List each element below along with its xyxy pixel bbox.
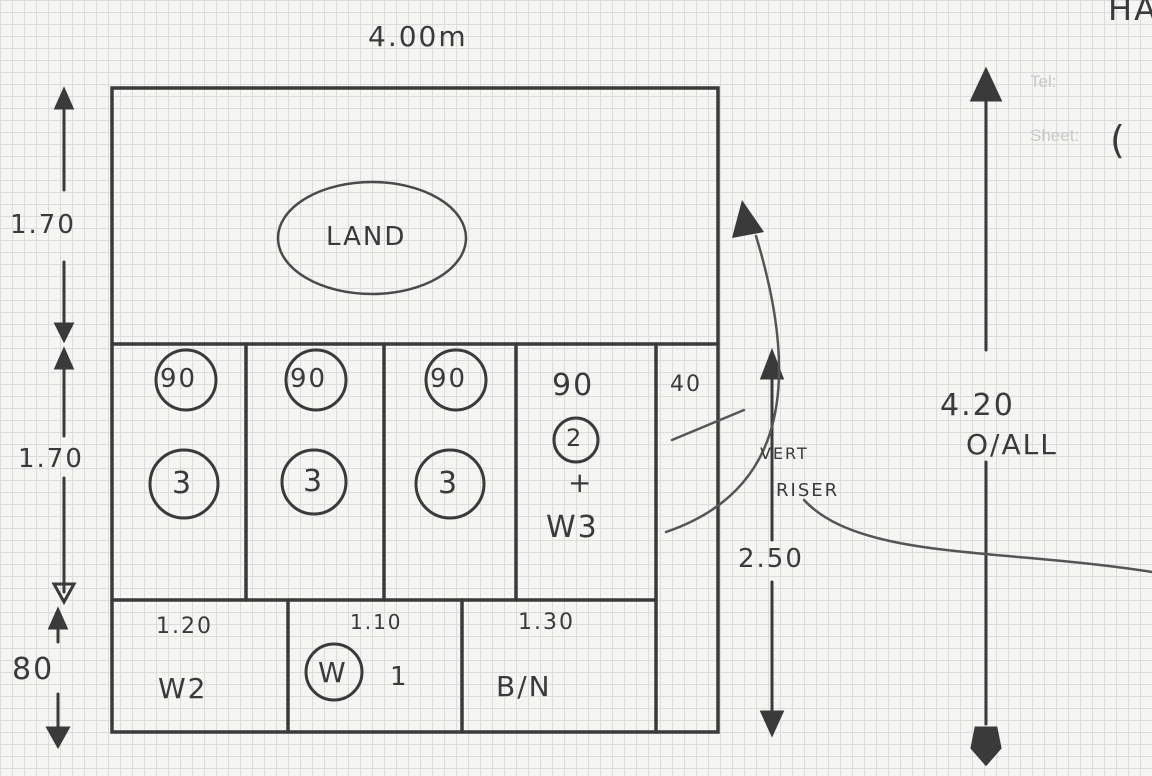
cell-1-count: 3 bbox=[172, 466, 194, 501]
cell-2-count: 3 bbox=[303, 464, 325, 499]
landing-circle bbox=[276, 180, 468, 296]
cell-3-num-circle bbox=[424, 348, 488, 412]
cell-4-count-circle bbox=[552, 416, 600, 464]
left-dim-arrowhead-4 bbox=[51, 582, 77, 606]
riser-arrowhead-bottom bbox=[759, 710, 785, 738]
cell-4-extra: W3 bbox=[546, 510, 599, 545]
cell-1-num-circle bbox=[154, 348, 218, 412]
cell-2-count-circle bbox=[280, 448, 348, 516]
header-corner-text: HA bbox=[1108, 0, 1152, 28]
left-dim-label-3: 80 bbox=[12, 652, 55, 687]
riser-label-line2: RISER bbox=[776, 480, 840, 501]
overall-label: O/ALL bbox=[966, 428, 1058, 461]
lower-w-circle bbox=[304, 642, 364, 702]
riser-arrowhead-top bbox=[759, 347, 785, 380]
lower-cell-1-label: W2 bbox=[158, 672, 208, 705]
riser-height-label: 2.50 bbox=[738, 544, 804, 574]
lower-cell-3-dim: 1.30 bbox=[518, 610, 575, 635]
plan-outline bbox=[110, 86, 720, 734]
left-dim-arrowhead-1 bbox=[53, 86, 75, 110]
left-dim-arrowhead-5 bbox=[47, 606, 69, 630]
lower-cell-2-suffix: 1 bbox=[390, 662, 409, 692]
direction-arrowhead bbox=[732, 200, 764, 238]
cell-3-num: 90 bbox=[430, 364, 468, 394]
cell-2-num-circle bbox=[284, 348, 348, 412]
left-dim-label-1: 1.70 bbox=[10, 210, 76, 240]
lower-cell-1-dim: 1.20 bbox=[156, 614, 213, 639]
top-width-label: 4.00m bbox=[368, 20, 468, 53]
cell-3-count-circle bbox=[414, 448, 486, 520]
sheet-label: Sheet: bbox=[1030, 126, 1080, 145]
direction-curve bbox=[664, 234, 781, 534]
left-dim-arrowhead-2 bbox=[53, 322, 75, 344]
riser-label-line1: VERT bbox=[760, 444, 809, 463]
narrow-cell-strike bbox=[670, 408, 746, 442]
overall-height-label: 4.20 bbox=[940, 388, 1015, 423]
lower-cell-2-dim: 1.10 bbox=[350, 610, 403, 634]
cell-4-count: 2 bbox=[566, 424, 584, 452]
cell-1-num: 90 bbox=[160, 364, 198, 394]
left-dim-label-2: 1.70 bbox=[18, 444, 84, 474]
lower-cell-2-label: W bbox=[318, 656, 346, 689]
cell-1-count-circle bbox=[148, 448, 220, 520]
cell-4-plus: + bbox=[568, 466, 594, 499]
narrow-cell-label: 40 bbox=[670, 372, 702, 397]
cell-2-num: 90 bbox=[290, 364, 328, 394]
sheet-value: ( bbox=[1110, 118, 1127, 162]
riser-leader bbox=[802, 498, 1152, 574]
left-dim-arrowhead-6 bbox=[45, 726, 71, 750]
landing-label: LAND bbox=[326, 222, 407, 252]
cell-4-num: 90 bbox=[552, 368, 595, 403]
tel-label: Tel: bbox=[1030, 72, 1057, 91]
overall-arrowhead-bottom bbox=[970, 726, 1002, 767]
overall-arrowhead-top bbox=[969, 66, 1003, 102]
lower-cell-3-label: B/N bbox=[496, 670, 552, 703]
left-dim-arrowhead-3 bbox=[53, 346, 75, 370]
cell-3-count: 3 bbox=[438, 466, 460, 501]
